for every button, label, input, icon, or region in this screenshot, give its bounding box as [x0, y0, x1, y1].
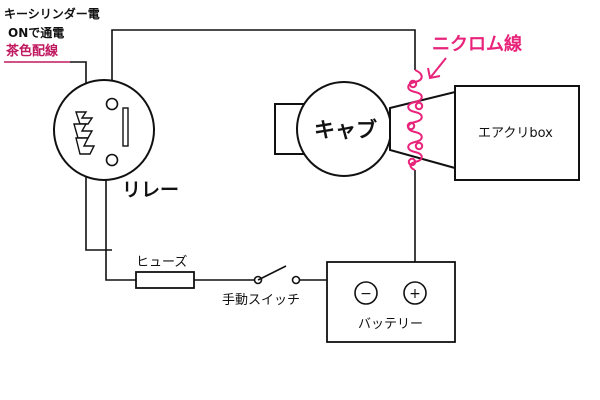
key-cylinder-label: キーシリンダー電 — [4, 6, 100, 21]
hand-switch — [253, 265, 301, 285]
nichrome-coil — [406, 69, 424, 171]
battery-minus-terminal — [354, 281, 378, 305]
nichrome-label: ニクロム線 — [432, 33, 522, 55]
relay-body — [53, 79, 155, 181]
nichrome-arrow — [427, 57, 447, 80]
air-cleaner — [389, 85, 580, 181]
relay-terminal-top — [105, 97, 119, 111]
wire-relay-to-fuse — [105, 162, 136, 281]
relay-label: リレー — [122, 179, 179, 201]
relay — [53, 79, 155, 181]
relay-contact-bar — [122, 107, 129, 147]
air-cleaner-label: エアクリbox — [478, 126, 553, 141]
cap-label: キャブ — [314, 118, 377, 142]
tea-wire-label: 茶色配線 — [6, 43, 59, 59]
carburetor — [274, 81, 392, 177]
battery-box — [326, 261, 456, 343]
air-cleaner-box — [454, 85, 580, 181]
battery-minus-sign: − — [360, 286, 372, 302]
fuse-label: ヒューズ — [136, 254, 187, 270]
on-energize-label: ONで通電 — [8, 25, 64, 40]
relay-terminal-bottom — [105, 153, 119, 167]
hand-switch-label: 手動スイッチ — [222, 293, 300, 308]
battery-label: バッテリー — [358, 317, 423, 332]
wire-relay-to-nichrome — [111, 29, 416, 104]
battery-plus-sign: + — [409, 286, 421, 302]
battery-plus-terminal — [403, 281, 427, 305]
fuse — [135, 271, 195, 289]
relay-coil — [73, 111, 96, 155]
